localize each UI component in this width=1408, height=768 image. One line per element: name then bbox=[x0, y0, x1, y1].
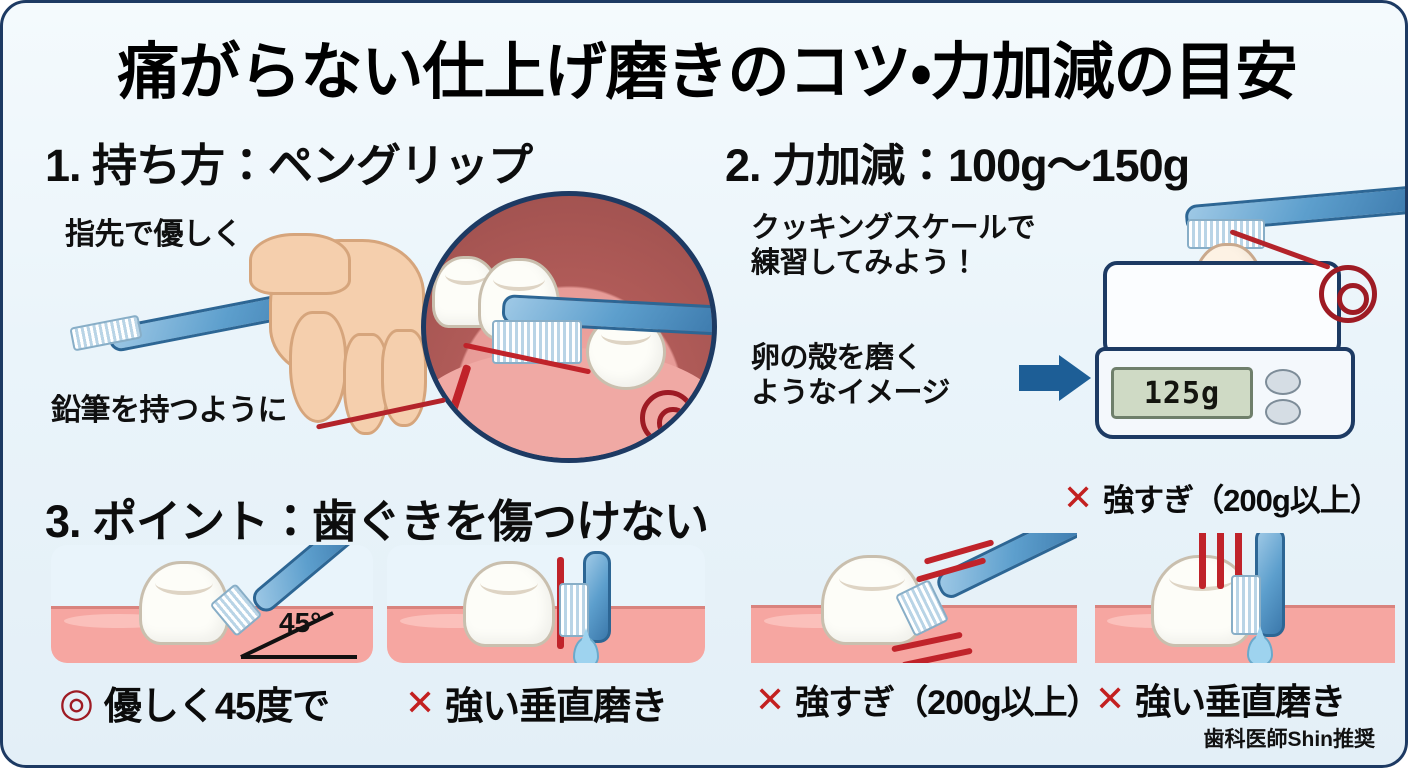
scale-button-top[interactable] bbox=[1265, 369, 1301, 395]
kitchen-scale-illustration: 125g bbox=[1095, 184, 1405, 449]
good-marker-icon-caption: ◎ bbox=[59, 680, 94, 725]
section-2-heading: 2. 力加減：100g〜150g bbox=[725, 140, 1190, 191]
cross-icon-vertical: ✕ bbox=[405, 681, 436, 723]
scale-button-bottom[interactable] bbox=[1265, 399, 1301, 425]
cross-icon-vertical-right: ✕ bbox=[1095, 678, 1126, 719]
caption-angle-45: ◎ 優しく45度で bbox=[59, 675, 330, 730]
label-cooking-scale-line1: クッキングスケールで bbox=[751, 212, 1036, 244]
caption-angle-45-text: 優しく45度で bbox=[103, 686, 330, 728]
panel-vertical-hard-right bbox=[1095, 533, 1395, 663]
hand-pen-grip-illustration bbox=[43, 193, 463, 453]
caption-vertical-hard-right-text: 強い垂直磨き bbox=[1135, 681, 1346, 722]
magnified-mouth-view bbox=[421, 191, 717, 463]
caption-vertical-hard-right: ✕ 強い垂直磨き bbox=[1095, 673, 1346, 725]
angle-45-indicator bbox=[240, 611, 357, 659]
good-marker-icon bbox=[640, 390, 696, 446]
panel-vertical-hard bbox=[387, 545, 705, 663]
cross-icon-too-strong: ✕ bbox=[755, 678, 786, 720]
section-3-heading: 3. ポイント：歯ぐきを傷つけない bbox=[45, 496, 709, 547]
blood-drop-icon-right bbox=[1247, 626, 1273, 663]
caption-too-strong-bottom: ✕ 強すぎ（200g以上） bbox=[755, 675, 1101, 724]
warning-too-strong-top: ✕ 強すぎ（200g以上） bbox=[1063, 475, 1381, 520]
page-title: 痛がらない仕上げ磨きのコツ・力加減の目安 bbox=[117, 38, 1297, 107]
blood-drop-icon bbox=[573, 628, 599, 663]
caption-too-strong-bottom-text: 強すぎ（200g以上） bbox=[795, 684, 1100, 722]
scale-lcd-reading: 125g bbox=[1111, 367, 1253, 419]
label-pencil-grip: 鉛筆を持つように bbox=[51, 394, 288, 427]
good-marker-icon-scale bbox=[1319, 265, 1377, 323]
credit-text: 歯科医師Shin推奨 bbox=[1203, 728, 1376, 751]
label-cooking-scale: クッキングスケールで 練習してみよう！ bbox=[751, 211, 1036, 282]
caption-vertical-hard-text: 強い垂直磨き bbox=[445, 686, 668, 728]
caption-vertical-hard: ✕ 強い垂直磨き bbox=[405, 675, 668, 730]
section-1-heading: 1. 持ち方：ペングリップ bbox=[45, 140, 533, 191]
label-cooking-scale-line2: 練習してみよう！ bbox=[751, 247, 979, 280]
panel-angle-45: 45° bbox=[51, 545, 373, 663]
warning-too-strong-top-text: 強すぎ（200g以上） bbox=[1103, 483, 1381, 518]
panel-too-strong bbox=[751, 533, 1077, 663]
cross-icon: ✕ bbox=[1063, 476, 1094, 518]
label-egg-shell-line2: ようなイメージ bbox=[751, 377, 950, 410]
angle-45-label: 45° bbox=[279, 607, 322, 638]
label-finger-gentle: 指先で優しく bbox=[65, 218, 243, 251]
label-egg-shell: 卵の殻を磨く ようなイメージ bbox=[751, 341, 950, 412]
label-egg-shell-line1: 卵の殻を磨く bbox=[751, 342, 923, 374]
